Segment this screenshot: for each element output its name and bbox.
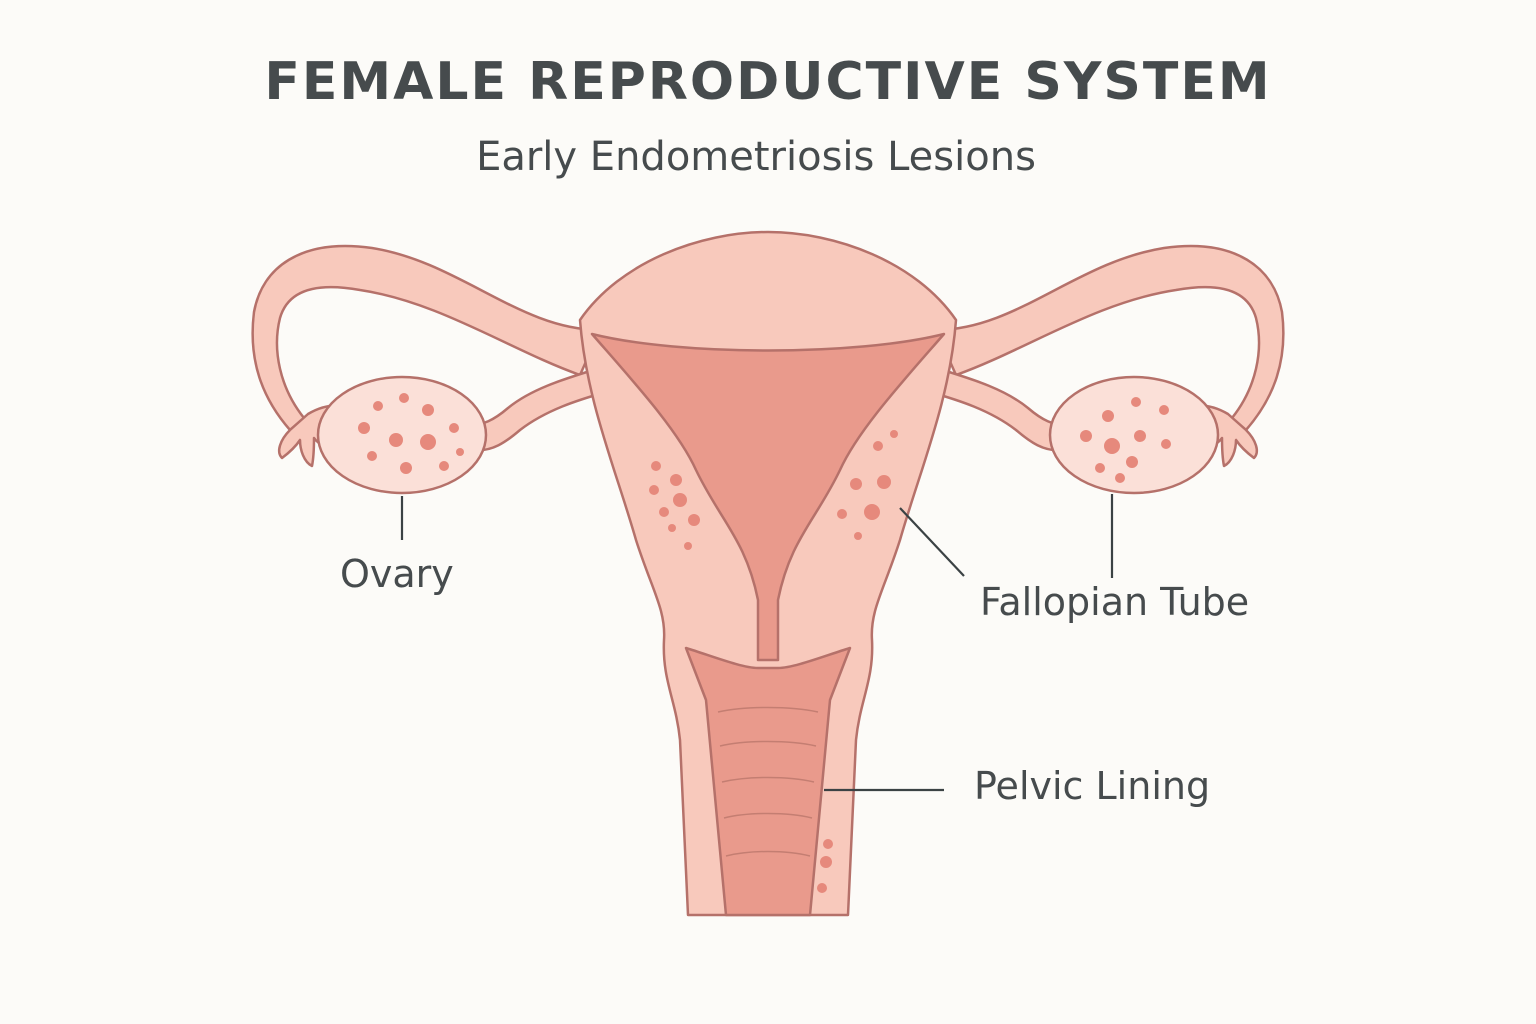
diagram-subtitle: Early Endometriosis Lesions [476, 134, 1036, 180]
right-ovary [1048, 375, 1220, 495]
ovary-label: Ovary [340, 552, 454, 596]
vaginal-canal [684, 646, 852, 917]
diagram-title: FEMALE REPRODUCTIVE SYSTEM [264, 52, 1272, 112]
fallopian-tube-leader-line [899, 507, 965, 577]
right-ligament [928, 366, 1068, 452]
fallopian-tube-label: Fallopian Tube [980, 580, 1250, 624]
uterine-cavity [590, 332, 946, 662]
endometriosis-lesions [358, 393, 1171, 893]
pelvic-lining-label: Pelvic Lining [974, 764, 1211, 808]
left-ligament [468, 366, 608, 452]
